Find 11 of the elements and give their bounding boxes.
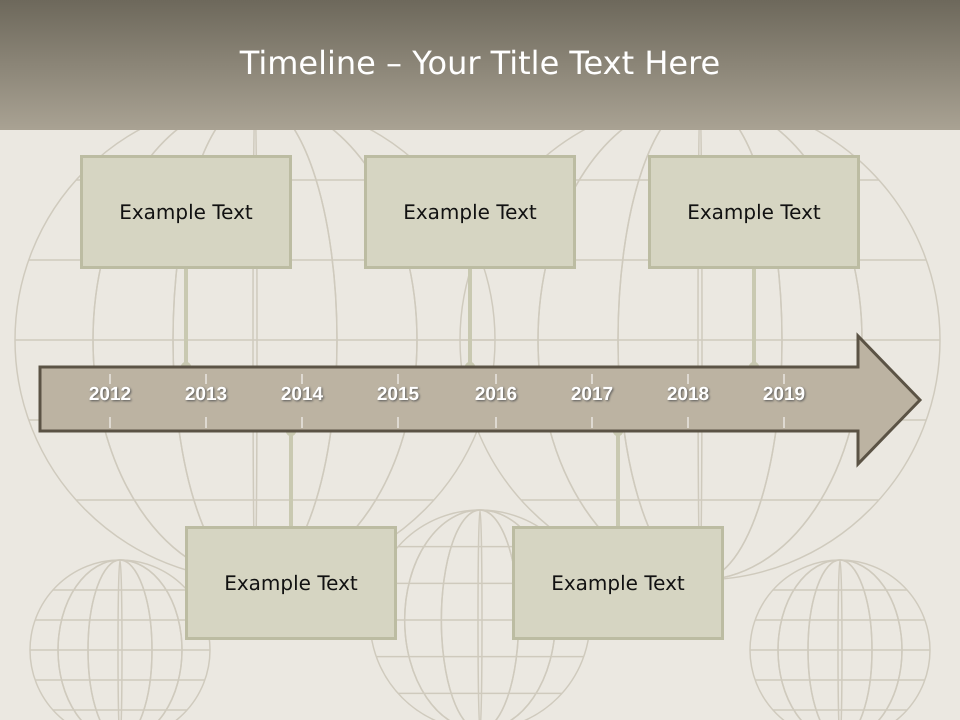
box-text: Example Text	[687, 200, 821, 224]
box-text: Example Text	[551, 571, 685, 595]
box-text: Example Text	[224, 571, 358, 595]
title: Timeline – Your Title Text Here	[238, 44, 722, 82]
text-box	[364, 155, 576, 269]
text-box	[80, 155, 292, 269]
text-box	[648, 155, 860, 269]
text-box	[185, 526, 397, 640]
box-text: Example Text	[119, 200, 253, 224]
box-text: Example Text	[403, 200, 537, 224]
text-box	[512, 526, 724, 640]
